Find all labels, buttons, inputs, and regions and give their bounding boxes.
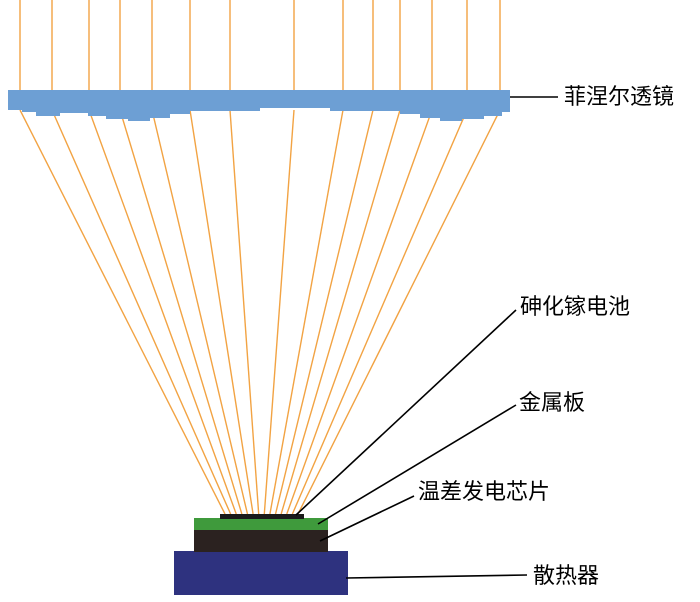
focused-ray (151, 109, 249, 515)
focused-ray (119, 109, 243, 515)
focused-rays (19, 109, 501, 515)
label-heat-sink: 散热器 (533, 564, 600, 589)
focused-ray (286, 109, 433, 515)
leader-line-gaas-cell (295, 309, 517, 516)
focused-ray (291, 109, 468, 515)
focused-ray (297, 109, 501, 515)
metal-plate (194, 518, 328, 530)
thermoelectric-chip (194, 530, 328, 552)
label-gaas-cell: 砷化镓电池 (520, 295, 631, 320)
heat-sink (174, 551, 348, 595)
leader-line-teg-chip (319, 495, 415, 542)
label-metal-plate: 金属板 (519, 391, 586, 416)
focused-ray (274, 109, 374, 515)
fresnel-lens (8, 90, 510, 121)
leader-line-heat-sink (345, 574, 528, 579)
focused-ray (19, 109, 226, 515)
focused-ray (189, 109, 254, 515)
focused-ray (269, 109, 344, 515)
leader-line-metal-plate (317, 404, 517, 525)
label-fresnel-lens: 菲涅尔透镜 (564, 85, 675, 110)
leader-lines (295, 96, 558, 579)
focused-ray (88, 109, 237, 515)
gaas-cell (220, 514, 304, 519)
incident-rays (19, 0, 501, 92)
focused-ray (51, 109, 232, 515)
focused-ray (280, 109, 401, 515)
focused-ray (229, 109, 260, 515)
focused-ray (263, 109, 295, 515)
label-thermoelectric-chip: 温差发电芯片 (418, 480, 551, 505)
